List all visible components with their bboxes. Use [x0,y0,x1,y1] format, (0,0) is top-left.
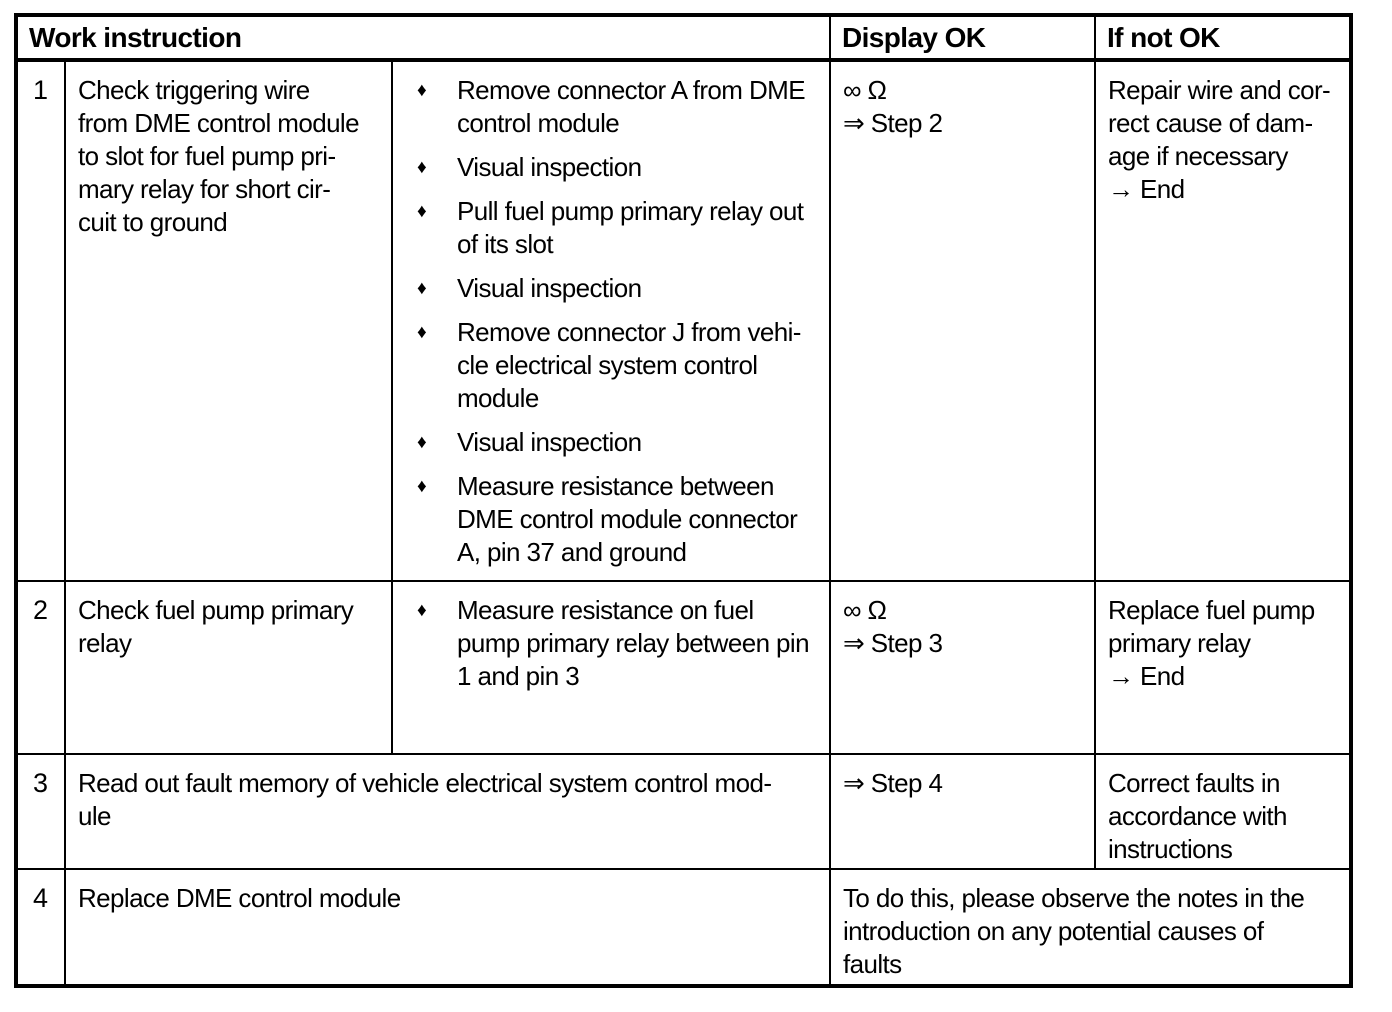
action-text: Measure resistance on fuel pump primary … [457,595,810,691]
list-item: ♦ Visual inspection [417,272,825,305]
diamond-bullet-icon: ♦ [417,476,427,497]
row-3-display-ok: ⇒ Step 4 [831,755,1096,870]
list-item: ♦ Remove connector A from DME control mo… [417,74,825,140]
row-3-if-not-ok: Correct faults in accordance with instru… [1096,755,1349,870]
row-1-step-number: 1 [18,62,66,582]
row-2-description: Check fuel pump primary relay [66,582,393,755]
diamond-bullet-icon: ♦ [417,432,427,453]
list-item: ♦ Visual inspection [417,426,825,459]
list-item: ♦ Measure resistance between DME control… [417,470,825,569]
list-item: ♦ Remove connector J from vehi- cle elec… [417,316,825,415]
diamond-bullet-icon: ♦ [417,157,427,178]
row-1-display-ok: ∞ Ω ⇒ Step 2 [831,62,1096,582]
header-display-ok: Display OK [831,17,1096,62]
header-if-not-ok: If not OK [1096,17,1349,62]
row-2-display-ok: ∞ Ω ⇒ Step 3 [831,582,1096,755]
action-text: Measure resistance between DME control m… [457,471,798,567]
row-4-step-number: 4 [18,870,66,984]
action-text: Visual inspection [457,427,642,457]
row-1-action-list: ♦ Remove connector A from DME control mo… [393,62,831,582]
diamond-bullet-icon: ♦ [417,600,427,621]
diagnostic-procedure-table: Work instruction Display OK If not OK 1 … [14,13,1353,988]
list-item: ♦ Visual inspection [417,151,825,184]
action-text: Pull fuel pump primary relay out of its … [457,196,804,259]
row-4-description: Replace DME control module [66,870,831,984]
diamond-bullet-icon: ♦ [417,201,427,222]
row-1-description: Check triggering wire from DME control m… [66,62,393,582]
action-text: Visual inspection [457,152,642,182]
diamond-bullet-icon: ♦ [417,278,427,299]
diamond-bullet-icon: ♦ [417,322,427,343]
action-text: Visual inspection [457,273,642,303]
list-item: ♦ Pull fuel pump primary relay out of it… [417,195,825,261]
row-2-step-number: 2 [18,582,66,755]
list-item: ♦ Measure resistance on fuel pump primar… [417,594,825,693]
row-3-step-number: 3 [18,755,66,870]
row-1-if-not-ok: Repair wire and cor- rect cause of dam- … [1096,62,1349,582]
row-2-if-not-ok: Replace fuel pump primary relay → End [1096,582,1349,755]
header-work-instruction: Work instruction [18,17,831,62]
row-3-description: Read out fault memory of vehicle electri… [66,755,831,870]
action-text: Remove connector A from DME control modu… [457,75,806,138]
row-2-action-list: ♦ Measure resistance on fuel pump primar… [393,582,831,755]
row-4-note: To do this, please observe the notes in … [843,883,1305,979]
diamond-bullet-icon: ♦ [417,80,427,101]
action-text: Remove connector J from vehi- cle electr… [457,317,801,413]
